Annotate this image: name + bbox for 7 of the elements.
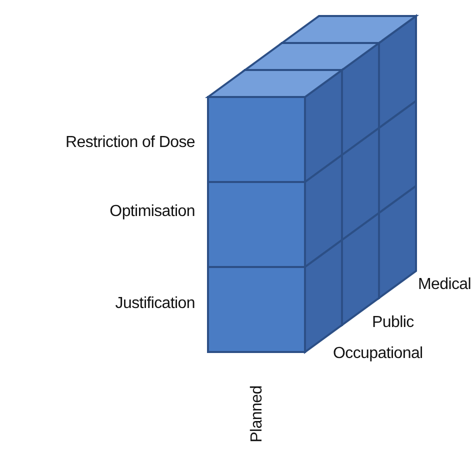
row-label: Occupational — [333, 344, 423, 364]
axis-label: Planned — [246, 386, 266, 442]
row-label: Justification — [115, 294, 195, 314]
row-label: Restriction of Dose — [66, 133, 195, 153]
row-label: Public — [372, 313, 414, 333]
row-label: Optimisation — [110, 202, 195, 222]
row-label: Medical — [418, 275, 472, 295]
